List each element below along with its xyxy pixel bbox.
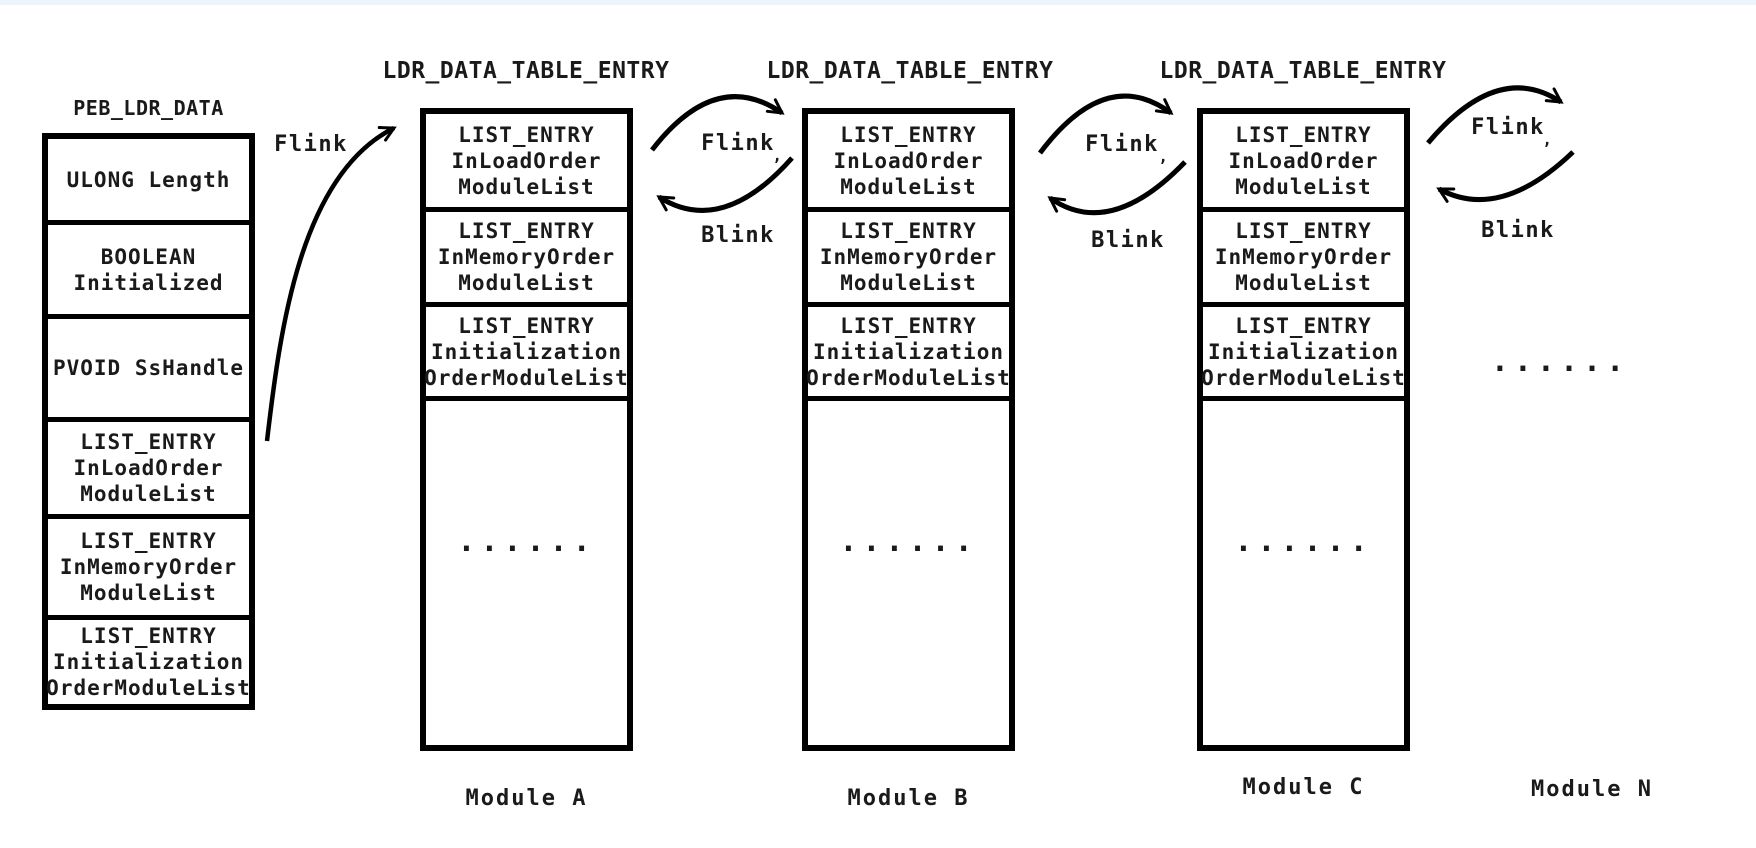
flink-tick-bc: , (1158, 147, 1170, 166)
blink-label-cn: Blink (1481, 218, 1555, 243)
module-n-ellipsis: ...... (1490, 344, 1630, 379)
module-a-inmemoryorder: LIST_ENTRY InMemoryOrder ModuleList (426, 212, 627, 307)
peb-ldr-data-title: PEB_LDR_DATA (73, 96, 224, 120)
module-b-inloadorder: LIST_ENTRY InLoadOrder ModuleList (808, 114, 1009, 212)
module-a-inloadorder: LIST_ENTRY InLoadOrder ModuleList (426, 114, 627, 212)
peb-field-inmemoryorder: LIST_ENTRY InMemoryOrder ModuleList (48, 519, 249, 620)
peb-field-sshandle: PVOID SsHandle (48, 319, 249, 422)
blink-arc-b-to-a (656, 156, 794, 213)
flink-tick-cn: , (1542, 130, 1554, 149)
flink-label-peb: Flink (274, 132, 348, 157)
ldr-entry-title-b: LDR_DATA_TABLE_ENTRY (766, 58, 1054, 84)
blink-arc-c-to-b (1047, 160, 1187, 216)
module-n-label: Module N (1531, 777, 1653, 802)
blink-label-ab: Blink (701, 223, 775, 248)
module-b-initializationorder: LIST_ENTRY Initialization OrderModuleLis… (806, 307, 1010, 401)
module-c-rest (1203, 401, 1404, 745)
module-a-label: Module A (465, 786, 588, 811)
module-a-ellipsis: ...... (457, 524, 596, 559)
blink-arc-n-to-c (1436, 150, 1575, 203)
module-a-initializationorder: LIST_ENTRY Initialization OrderModuleLis… (424, 307, 628, 401)
module-b-label: Module B (847, 786, 970, 811)
ldr-entry-title-c: LDR_DATA_TABLE_ENTRY (1159, 58, 1447, 84)
module-b-box: LIST_ENTRY InLoadOrder ModuleList LIST_E… (802, 108, 1015, 751)
module-b-ellipsis: ...... (839, 524, 978, 559)
flink-tick-ab: , (772, 146, 784, 165)
peb-ldr-data-box: ULONG Length BOOLEAN Initialized PVOID S… (42, 133, 255, 710)
peb-field-inloadorder: LIST_ENTRY InLoadOrder ModuleList (48, 422, 249, 519)
peb-field-initializationorder: LIST_ENTRY Initialization OrderModuleLis… (46, 624, 251, 700)
module-c-inloadorder: LIST_ENTRY InLoadOrder ModuleList (1203, 114, 1404, 212)
module-c-label: Module C (1242, 775, 1365, 800)
ldr-entry-title-a: LDR_DATA_TABLE_ENTRY (382, 58, 670, 84)
module-a-rest (426, 401, 627, 745)
module-b-rest (808, 401, 1009, 745)
top-edge-strip (0, 0, 1756, 5)
peb-field-initialized: BOOLEAN Initialized (48, 225, 249, 319)
module-c-box: LIST_ENTRY InLoadOrder ModuleList LIST_E… (1197, 108, 1410, 751)
flink-arrow-peb-to-a (264, 125, 397, 442)
peb-field-length: ULONG Length (48, 139, 249, 225)
module-a-box: LIST_ENTRY InLoadOrder ModuleList LIST_E… (420, 108, 633, 751)
module-c-initializationorder: LIST_ENTRY Initialization OrderModuleLis… (1201, 307, 1405, 401)
blink-label-bc: Blink (1091, 228, 1165, 253)
module-c-ellipsis: ...... (1234, 524, 1373, 559)
module-b-inmemoryorder: LIST_ENTRY InMemoryOrder ModuleList (808, 212, 1009, 307)
module-c-inmemoryorder: LIST_ENTRY InMemoryOrder ModuleList (1203, 212, 1404, 307)
